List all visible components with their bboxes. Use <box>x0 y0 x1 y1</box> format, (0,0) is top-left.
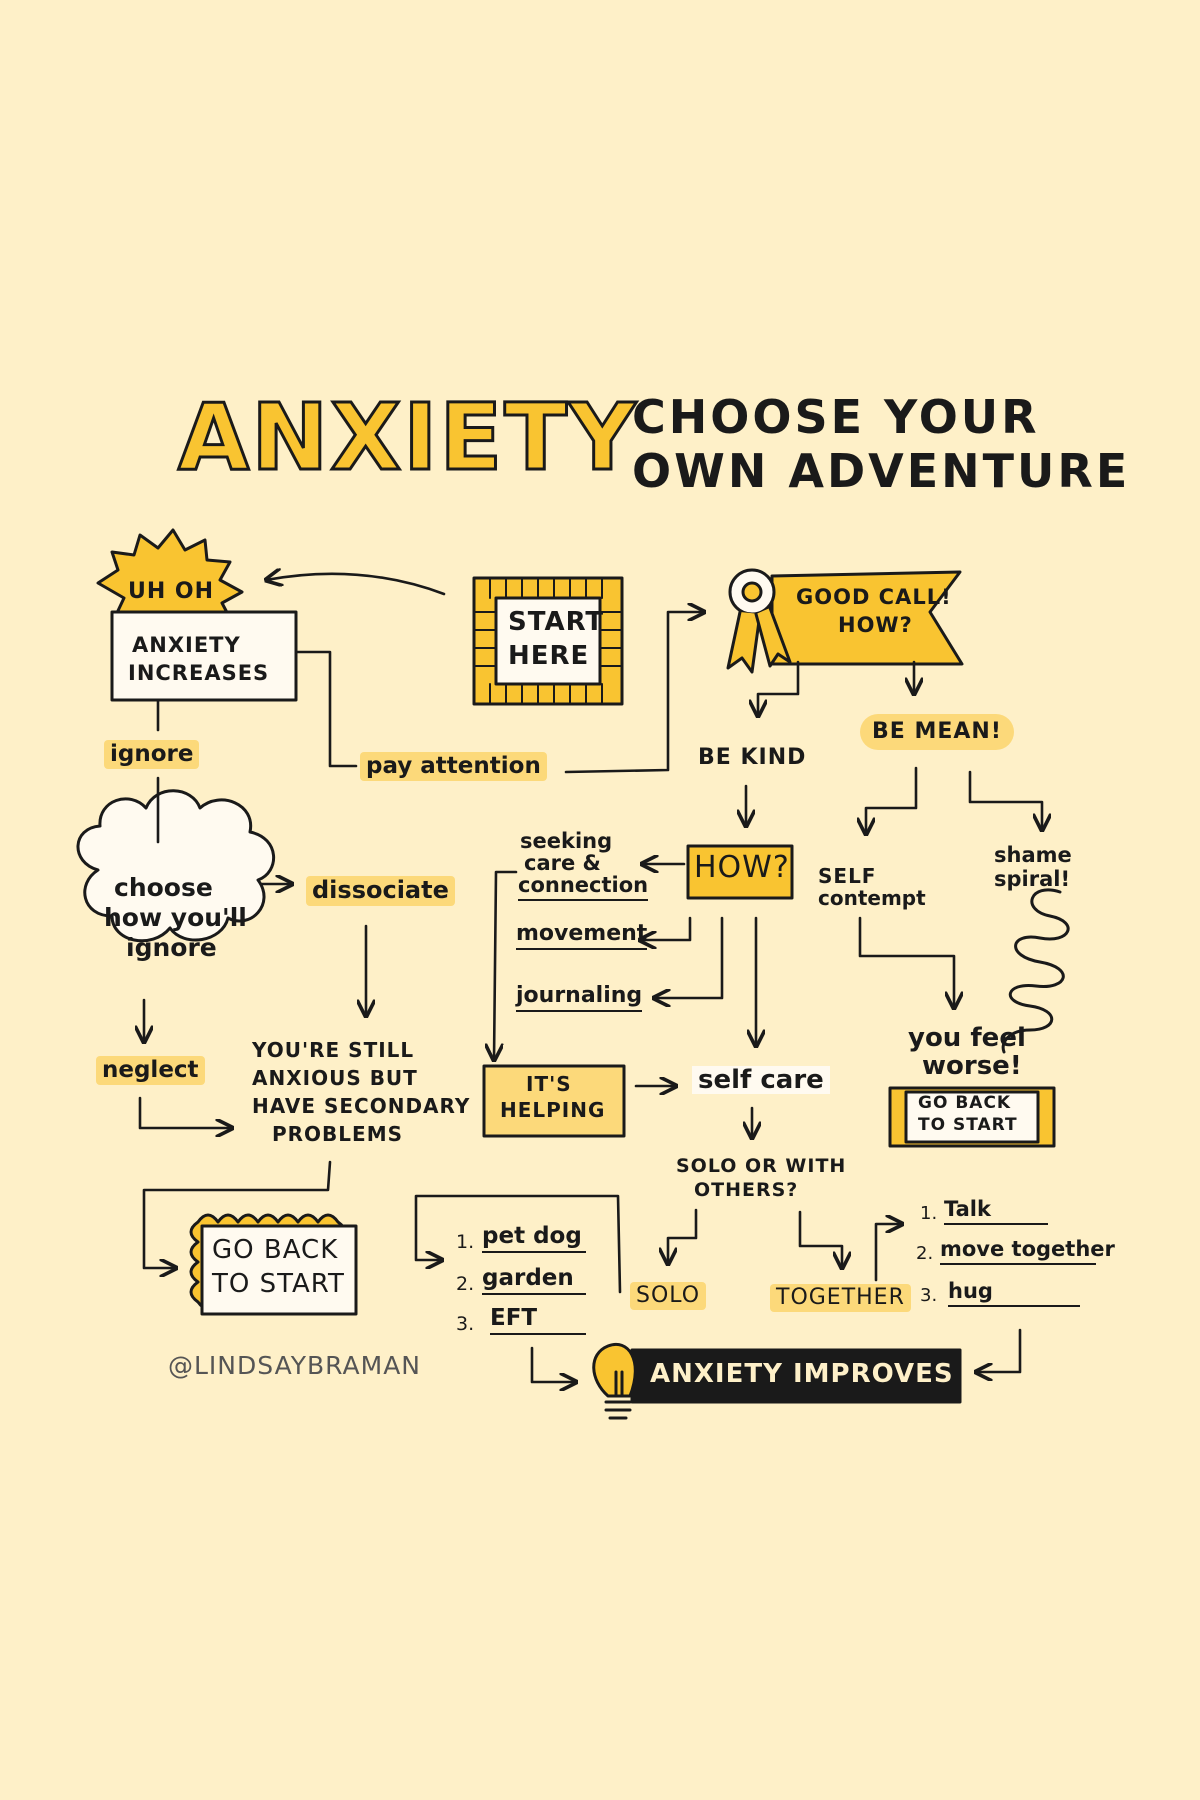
its-helping-box <box>482 1064 626 1138</box>
solo-item-1-num: 1. <box>456 1231 475 1253</box>
still-anxious-line3: HAVE SECONDARY <box>252 1094 471 1118</box>
title-sub-line2: OWN ADVENTURE <box>632 444 1131 498</box>
self-contempt-line2: contempt <box>818 886 926 910</box>
credit-handle: @LINDSAYBRAMAN <box>168 1351 422 1380</box>
its-helping-line2: HELPING <box>500 1098 606 1122</box>
anxiety-improves-label: ANXIETY IMPROVES <box>650 1359 954 1389</box>
together-item-2-num: 2. <box>916 1243 934 1264</box>
feel-worse-line2: worse! <box>922 1051 1022 1081</box>
solo-or-line2: OTHERS? <box>694 1179 799 1201</box>
solo-item-3-num: 3. <box>456 1313 475 1335</box>
be-kind-label: BE KIND <box>698 745 807 770</box>
title-sub-line1: CHOOSE YOUR <box>632 390 1040 444</box>
shame-line2: spiral! <box>994 867 1071 891</box>
anxiety-increases-box <box>110 610 298 702</box>
together-label: TOGETHER <box>770 1284 911 1312</box>
title-main: ANXIETY <box>177 384 638 491</box>
self-contempt-line1: SELF <box>818 864 877 888</box>
how-box <box>686 844 794 900</box>
choose-cloud <box>76 789 275 943</box>
go-back-line2: TO START <box>212 1269 345 1299</box>
lightbulb-icon <box>592 1342 637 1398</box>
together-item-1-num: 1. <box>920 1203 938 1224</box>
go-back-small-line1: GO BACK <box>918 1093 1012 1113</box>
choose-line1: choose <box>114 873 213 902</box>
shame-spiral-icon <box>1001 888 1070 1054</box>
still-anxious-line4: PROBLEMS <box>272 1122 404 1146</box>
shame-line1: shame <box>994 843 1072 867</box>
go-back-small-line2: TO START <box>918 1115 1018 1135</box>
together-item-3-num: 3. <box>920 1285 938 1306</box>
start-here-line1: START <box>508 607 605 637</box>
seeking-line3: connection <box>518 874 649 901</box>
its-helping-line1: IT'S <box>526 1072 572 1096</box>
together-item-1: Talk <box>944 1198 1048 1225</box>
pay-attention-label: pay attention <box>360 752 547 781</box>
seeking-line1: seeking <box>520 829 613 853</box>
solo-or-line1: SOLO OR WITH <box>676 1155 847 1177</box>
solo-item-2: garden <box>482 1266 586 1295</box>
go-back-line1: GO BACK <box>212 1235 339 1265</box>
journaling-label: journaling <box>516 984 643 1012</box>
uh-oh-label: UH OH <box>128 579 215 604</box>
still-anxious-line2: ANXIOUS BUT <box>252 1066 418 1090</box>
still-anxious-line1: YOU'RE STILL <box>252 1038 415 1062</box>
choose-line3: ignore <box>126 933 217 962</box>
anxiety-increases-line2: INCREASES <box>128 661 270 685</box>
solo-item-3: EFT <box>490 1306 586 1335</box>
solo-label: SOLO <box>630 1282 707 1310</box>
good-call-line2: HOW? <box>838 613 913 637</box>
together-item-3: hug <box>948 1280 1080 1307</box>
be-mean-label: BE MEAN! <box>860 714 1014 750</box>
neglect-label: neglect <box>96 1056 205 1085</box>
anxiety-increases-line1: ANXIETY <box>132 633 241 657</box>
start-here-line2: HERE <box>508 641 590 671</box>
feel-worse-line1: you feel <box>908 1023 1026 1053</box>
movement-label: movement <box>516 922 648 950</box>
dissociate-label: dissociate <box>306 876 455 906</box>
choose-line2: how you'll <box>104 903 247 932</box>
how-label: HOW? <box>694 850 790 885</box>
seeking-line2: care & <box>524 851 601 875</box>
solo-item-1: pet dog <box>482 1224 586 1253</box>
anxiety-improves-banner <box>630 1348 962 1404</box>
ignore-label: ignore <box>104 740 200 769</box>
solo-item-2-num: 2. <box>456 1273 475 1295</box>
self-care-label: self care <box>692 1066 830 1094</box>
good-call-line1: GOOD CALL! <box>796 585 952 609</box>
together-item-2: move together <box>940 1238 1115 1265</box>
